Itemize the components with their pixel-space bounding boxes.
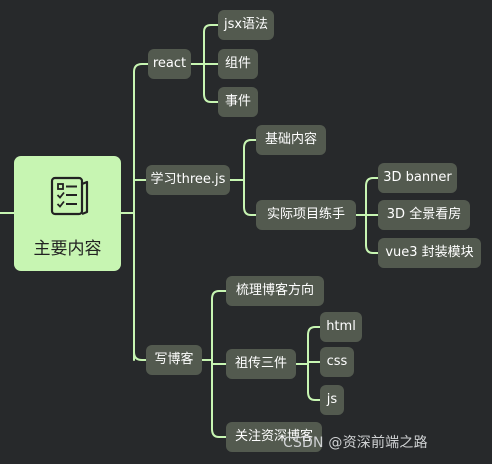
node-event[interactable]: 事件: [218, 87, 258, 117]
node-blog-direction[interactable]: 梳理博客方向: [226, 276, 324, 306]
node-basics[interactable]: 基础内容: [256, 125, 326, 155]
node-html[interactable]: html: [320, 312, 362, 342]
node-3d-panorama[interactable]: 3D 全景看房: [378, 200, 470, 230]
node-js[interactable]: js: [320, 385, 344, 415]
node-react[interactable]: react: [148, 49, 191, 79]
root-label: 主要内容: [33, 239, 102, 259]
node-jsx[interactable]: jsx语法: [218, 10, 274, 40]
node-3d-banner[interactable]: 3D banner: [378, 163, 457, 193]
checklist-clipboard-icon: [50, 176, 89, 216]
watermark: CSDN @资深前端之路: [283, 435, 428, 451]
node-blog[interactable]: 写博客: [146, 345, 202, 375]
root-node[interactable]: 主要内容: [14, 156, 121, 271]
node-follow-bloggers[interactable]: 关注资深博客: [226, 422, 322, 452]
node-practice[interactable]: 实际项目练手: [256, 200, 356, 230]
node-vue3-module[interactable]: vue3 封装模块: [378, 238, 481, 268]
node-css[interactable]: css: [320, 347, 354, 377]
node-three-basics[interactable]: 祖传三件: [226, 349, 296, 379]
node-three-js[interactable]: 学习three.js: [146, 165, 230, 195]
node-component[interactable]: 组件: [218, 49, 258, 79]
